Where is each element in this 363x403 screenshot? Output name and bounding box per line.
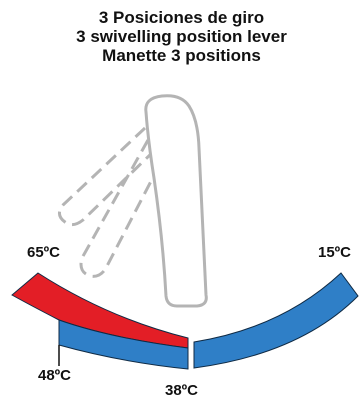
title-block: 3 Posiciones de giro 3 swivelling positi… (0, 8, 363, 65)
label-48: 48ºC (38, 367, 71, 384)
lever-main-outline (144, 94, 208, 308)
cold-arc-segment (193, 272, 359, 369)
title-spanish: 3 Posiciones de giro (98, 8, 265, 27)
mix-arc-segment (58, 319, 189, 370)
lever-main (144, 94, 208, 308)
lever-ghost-middle (79, 139, 164, 278)
lever-ghost-left (58, 126, 157, 227)
label-38: 38ºC (165, 382, 198, 399)
label-15: 15ºC (318, 244, 351, 261)
label-65: 65ºC (27, 244, 60, 261)
lever-ghost-positions (58, 126, 164, 278)
title-french: Manette 3 positions (102, 46, 261, 65)
title-english: 3 swivelling position lever (76, 27, 287, 46)
